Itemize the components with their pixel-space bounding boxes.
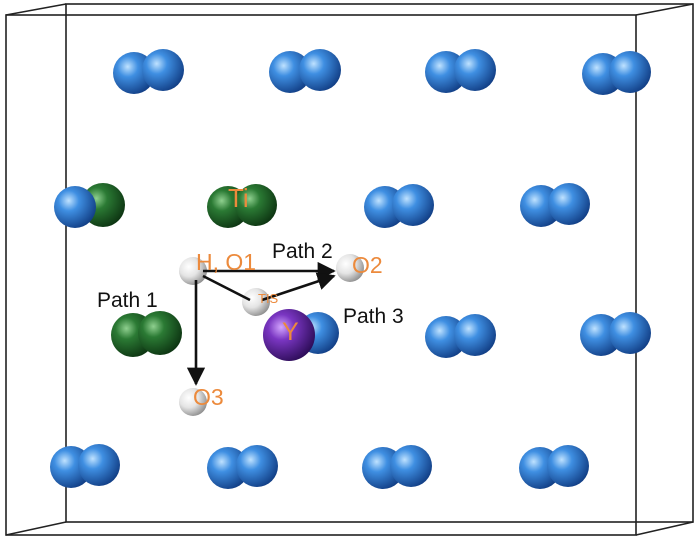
blue-atom-pair (580, 312, 651, 356)
blue-atom-pair (519, 445, 589, 489)
label-o2: O2 (352, 252, 383, 278)
blue-atom-pair (113, 49, 184, 94)
unit-cell-frame (5, 3, 694, 536)
label-h-o1: H, O1 (196, 249, 256, 275)
blue-atom-pair (207, 445, 278, 489)
label-y: Y (282, 318, 299, 346)
label-tis: TIS (258, 291, 279, 306)
path-3-arrow-b (261, 272, 336, 302)
blue-atom-pair (362, 445, 432, 489)
o2-atom (336, 254, 364, 282)
h-o1-atom (179, 257, 207, 285)
label-ti: Ti (228, 183, 249, 213)
blue-atom-pair (50, 444, 120, 488)
blue-atom-pair (364, 184, 434, 228)
blue-atom-pair (425, 314, 496, 358)
path-3-arrow-a (202, 274, 251, 302)
label-o3: O3 (193, 384, 224, 410)
green-atom-pair (111, 311, 182, 357)
blue-atom-pair (425, 49, 496, 93)
blue-atom-pair (269, 49, 341, 93)
label-path-2: Path 2 (272, 240, 333, 263)
label-path-1: Path 1 (97, 289, 158, 312)
green-blue-atom-pair (54, 183, 125, 228)
blue-atom-pair (520, 183, 590, 227)
label-path-3: Path 3 (343, 305, 404, 328)
ti-atom-pair (207, 184, 277, 228)
o3-atom (179, 388, 207, 416)
y-atom (263, 309, 315, 361)
blue-atom-pair (582, 51, 651, 95)
path-arrows (186, 261, 336, 386)
tis-atom (242, 288, 270, 316)
